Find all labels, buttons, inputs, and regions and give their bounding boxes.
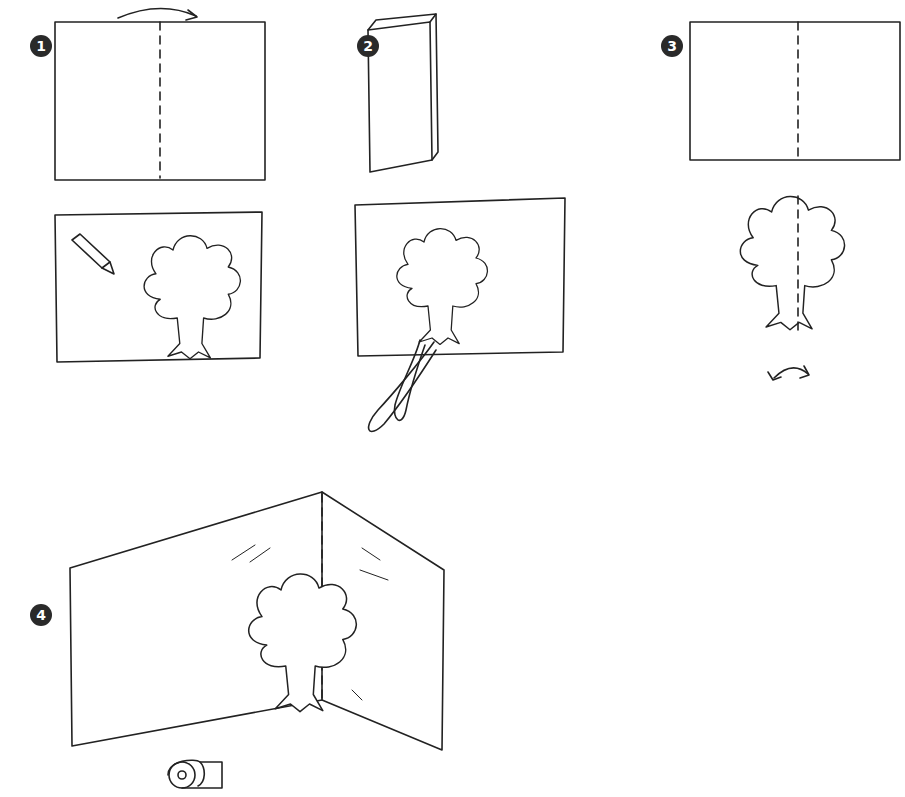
callout-number: 1 (30, 35, 52, 57)
step-3-figure (690, 22, 900, 380)
callout-number: 3 (661, 35, 683, 57)
callout-number: 2 (357, 35, 379, 57)
step-4-figure (70, 492, 444, 788)
step-1-figure (55, 8, 265, 362)
callout-number: 4 (30, 604, 52, 626)
step-2-figure (355, 14, 565, 431)
